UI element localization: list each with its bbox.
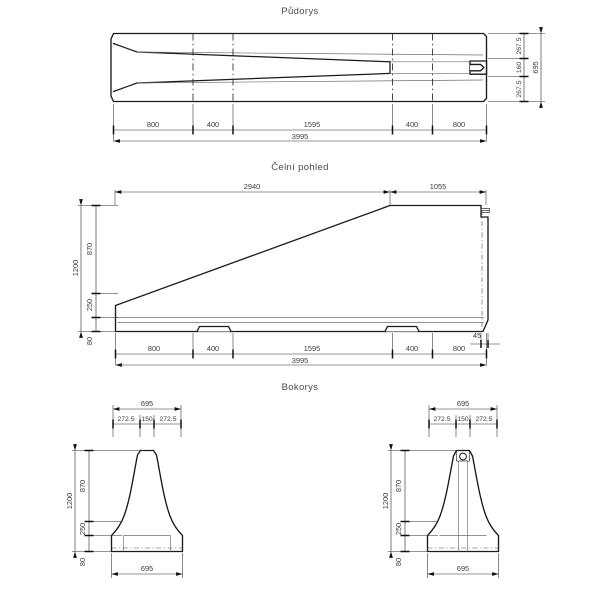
side-left-height-dimensions: 870 250 80 1200	[65, 444, 143, 566]
plan-dim-267-top: 267.5	[516, 37, 523, 54]
front-dim-80: 80	[85, 337, 94, 345]
front-dim-45: 45	[473, 331, 481, 340]
plan-dim-1595: 1595	[304, 120, 320, 129]
side-right-dim-1200: 1200	[381, 493, 390, 509]
plan-view: Půdorys	[110, 6, 545, 143]
side-left-profile	[110, 449, 184, 553]
side-left-dim-80: 80	[78, 558, 87, 566]
side-left-dim-272-a: 272.5	[117, 416, 134, 423]
front-dim-800-right: 800	[453, 344, 465, 353]
side-right-profile	[426, 449, 500, 553]
front-dim-400-right: 400	[406, 344, 418, 353]
side-right-top-dimensions: 695 272.5 150 272.5	[428, 399, 498, 437]
side-right-dim-272-a: 272.5	[433, 416, 450, 423]
side-right-dim-695-base: 695	[457, 564, 469, 573]
side-right-dim-870: 870	[394, 480, 403, 492]
front-base-notches	[196, 325, 420, 333]
side-left-dim-272-b: 272.5	[159, 416, 176, 423]
plan-taper-lines	[112, 42, 484, 93]
front-dim-800-left: 800	[148, 344, 160, 353]
plan-dim-267-bottom: 267.5	[516, 80, 523, 97]
plan-dim-800-right: 800	[453, 120, 465, 129]
plan-view-title: Půdorys	[281, 6, 318, 17]
side-right-height-dimensions: 870 250 80 1200	[381, 444, 459, 566]
front-body-outline	[114, 204, 489, 333]
front-dim-400-left: 400	[207, 344, 219, 353]
side-left-dim-695-top: 695	[141, 399, 153, 408]
side-right-dim-150: 150	[457, 416, 469, 423]
front-bottom-dimensions: 800 400 1595 400 800 3995	[114, 333, 488, 367]
side-left-base-dimension: 695	[111, 553, 183, 578]
front-left-dimensions: 870 250 80 1200	[71, 199, 118, 345]
front-end-nub	[480, 208, 490, 213]
plan-dim-400-right: 400	[406, 120, 418, 129]
side-right-dim-695-top: 695	[457, 399, 469, 408]
plan-vertical-dimensions: 267.5 160 267.5 695	[488, 27, 545, 108]
front-dim-870: 870	[85, 243, 94, 255]
plan-dim-800-left: 800	[147, 120, 159, 129]
lifting-hole-icon	[459, 452, 467, 461]
side-view-title: Bokorys	[282, 382, 319, 393]
front-dim-overall-length: 3995	[292, 356, 308, 365]
plan-dim-160: 160	[516, 62, 523, 74]
plan-dim-400-left: 400	[207, 120, 219, 129]
plan-body-outline	[110, 32, 488, 103]
side-left-dim-870: 870	[78, 480, 87, 492]
side-left-dim-695-base: 695	[141, 564, 153, 573]
side-left-top-dimensions: 695 272.5 150 272.5	[112, 399, 182, 437]
side-left-dim-1200: 1200	[65, 493, 74, 509]
front-dim-250: 250	[85, 299, 94, 311]
side-left-dim-250: 250	[78, 523, 87, 535]
plan-segment-dividers	[192, 33, 433, 102]
front-dim-1200: 1200	[71, 260, 80, 276]
side-left-dim-150: 150	[141, 416, 153, 423]
front-dim-1595: 1595	[304, 344, 320, 353]
side-right-dim-80: 80	[394, 558, 403, 566]
side-left-section: 695 272.5 150 272.5	[65, 399, 184, 578]
front-view-title: Čelní pohled	[271, 162, 329, 173]
side-right-section: 695 272.5 150 272.5	[381, 399, 500, 578]
front-end-detail-45: 45	[470, 331, 500, 348]
front-top-dimensions: 2940 1055	[114, 182, 487, 205]
plan-end-notch	[469, 60, 488, 75]
plan-dim-overall-length: 3995	[292, 132, 308, 141]
plan-dimension-chain: 800 400 1595 400 800 3995	[112, 104, 488, 143]
side-right-dim-250: 250	[394, 523, 403, 535]
side-right-base-dimension: 695	[427, 553, 499, 578]
front-view: Čelní pohled 2940 1055	[71, 162, 500, 367]
front-dim-2940: 2940	[244, 182, 260, 191]
plan-dim-overall-width: 695	[531, 61, 540, 73]
front-dim-1055: 1055	[430, 182, 446, 191]
side-right-dim-272-b: 272.5	[475, 416, 492, 423]
